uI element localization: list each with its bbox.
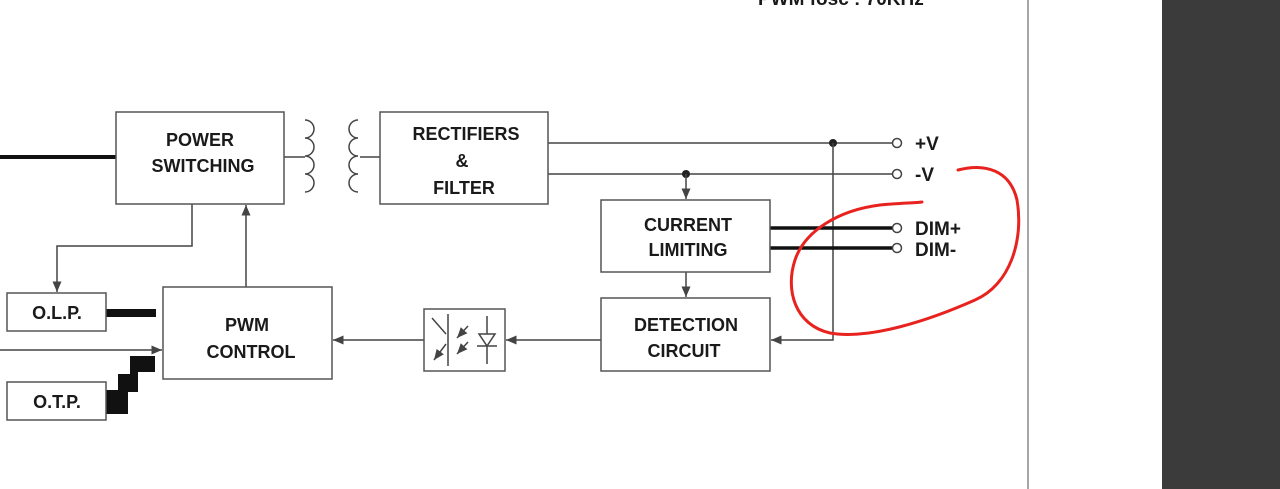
svg-text:&: &	[456, 151, 469, 171]
svg-text:DETECTION: DETECTION	[634, 315, 738, 335]
svg-text:LIMITING: LIMITING	[649, 240, 728, 260]
svg-text:O.L.P.: O.L.P.	[32, 303, 82, 323]
power-switching-block: POWER SWITCHING	[115, 111, 285, 205]
svg-text:CURRENT: CURRENT	[644, 215, 732, 235]
vminus-terminal	[891, 168, 903, 180]
transformer-icon	[304, 119, 359, 193]
rectifiers-filter-block: RECTIFIERS & FILTER	[379, 111, 549, 205]
detection-circuit-block: DETECTION CIRCUIT	[600, 297, 771, 372]
pwm-control-block: PWM CONTROL	[162, 286, 333, 380]
otp-block: O.T.P.	[6, 381, 107, 421]
vminus-label: -V	[915, 165, 934, 186]
svg-text:RECTIFIERS: RECTIFIERS	[412, 124, 519, 144]
optocoupler-icon	[423, 308, 506, 372]
otp-signal	[106, 356, 155, 414]
svg-text:SWITCHING: SWITCHING	[152, 156, 255, 176]
dim-minus-terminal	[891, 242, 903, 254]
current-limiting-block: CURRENT LIMITING	[600, 199, 771, 273]
vplus-label: +V	[915, 134, 939, 155]
svg-text:CONTROL: CONTROL	[207, 342, 296, 362]
svg-text:O.T.P.: O.T.P.	[33, 392, 81, 412]
vplus-terminal	[891, 137, 903, 149]
dim-plus-terminal	[891, 222, 903, 234]
svg-text:POWER: POWER	[166, 130, 234, 150]
svg-text:PWM: PWM	[225, 315, 269, 335]
pwm-frequency-text: PWM fosc : 70KHz	[758, 0, 924, 10]
svg-text:CIRCUIT: CIRCUIT	[648, 341, 721, 361]
dim-minus-label: DIM-	[915, 240, 956, 261]
dark-panel[interactable]	[1162, 0, 1280, 489]
olp-block: O.L.P.	[6, 292, 107, 332]
red-annotation-circle	[789, 166, 1021, 336]
dim-plus-label: DIM+	[915, 219, 961, 240]
svg-text:FILTER: FILTER	[433, 178, 495, 198]
